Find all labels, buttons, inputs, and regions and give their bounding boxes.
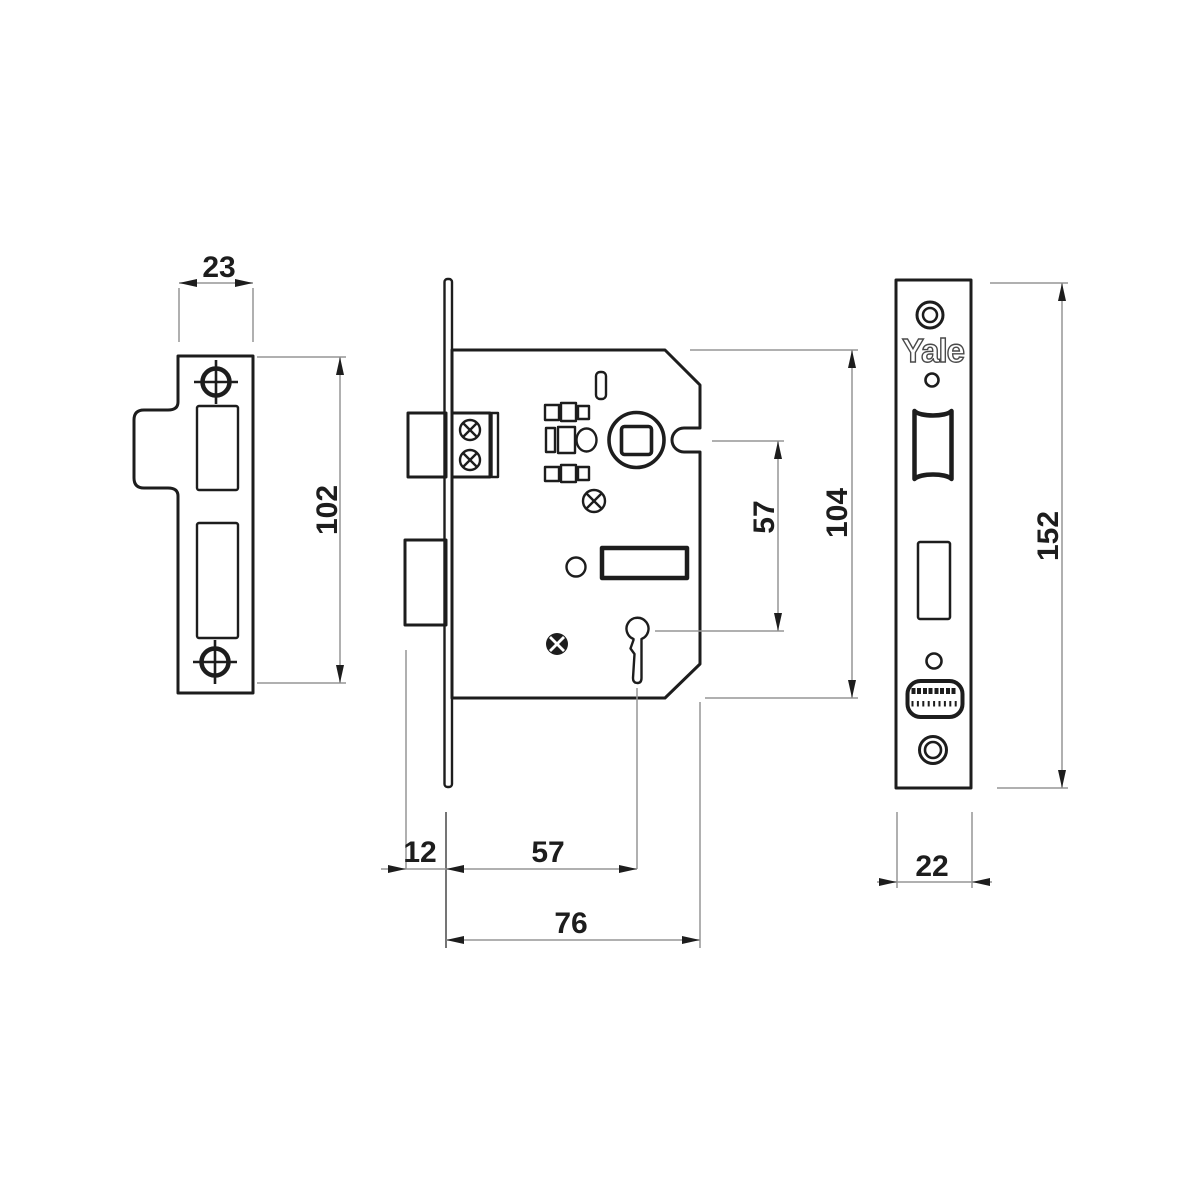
dim-strike-width: 23: [178, 251, 254, 342]
dim-label-case-height: 104: [821, 488, 854, 538]
latch-opening: [912, 408, 954, 482]
screw-hole-icon: [918, 735, 948, 765]
dim-label-strike-height: 102: [311, 485, 344, 535]
pin-hole: [924, 372, 940, 388]
keyhole-icon: [625, 616, 650, 685]
dim-label-follower-keyhole: 57: [748, 500, 781, 533]
dim-front-offset-and-backset: 12 57: [381, 650, 638, 948]
screw-hole-icon: [194, 360, 238, 404]
latch-bracket-rib: [490, 411, 500, 479]
spindle-follower: [607, 410, 666, 470]
dim-label-front-offset: 12: [403, 836, 436, 869]
pivot-hole: [565, 556, 587, 578]
deadbolt-cutout: [195, 521, 240, 640]
slot-cutout: [594, 370, 608, 401]
dim-faceplate-width: 22: [877, 812, 992, 888]
screw-icon: [458, 448, 482, 472]
strike-plate-view: 23 102: [132, 251, 346, 695]
dim-label-backset: 57: [531, 836, 564, 869]
lock-body-view: 104 57 12 57 76: [381, 277, 858, 948]
dim-label-faceplate-width: 22: [915, 850, 948, 883]
screw-hole-icon: [193, 640, 237, 684]
dim-strike-height: 102: [257, 356, 346, 684]
spring-stack: [543, 401, 591, 423]
pin-hole: [925, 652, 943, 670]
latch-cutout: [195, 404, 240, 492]
dim-faceplate-height: 152: [990, 282, 1068, 789]
faceplate-view: Yale: [877, 278, 1068, 888]
bolt-slot: [599, 545, 690, 581]
screw-icon: [546, 633, 568, 655]
faceplate-edge: [443, 277, 454, 789]
dim-label-strike-width: 23: [202, 251, 235, 284]
dim-case-depth: 76: [446, 702, 701, 948]
spring-stack: [543, 463, 591, 484]
deadbolt-opening: [916, 540, 952, 621]
strike-plate-outline: [132, 354, 255, 695]
dim-case-height: 104: [690, 349, 858, 699]
screw-icon: [458, 418, 482, 442]
lever-parts: [544, 425, 598, 455]
deadbolt: [403, 538, 448, 627]
screw-icon: [581, 488, 607, 514]
yale-logo: Yale: [902, 332, 965, 369]
latch-bolt: [406, 411, 448, 479]
screw-hole-icon: [915, 300, 945, 330]
dim-follower-to-keyhole: 57: [655, 440, 784, 632]
dim-label-case-depth: 76: [554, 907, 587, 940]
keyway-escutcheon: [905, 679, 965, 719]
dim-label-faceplate-height: 152: [1032, 511, 1065, 561]
